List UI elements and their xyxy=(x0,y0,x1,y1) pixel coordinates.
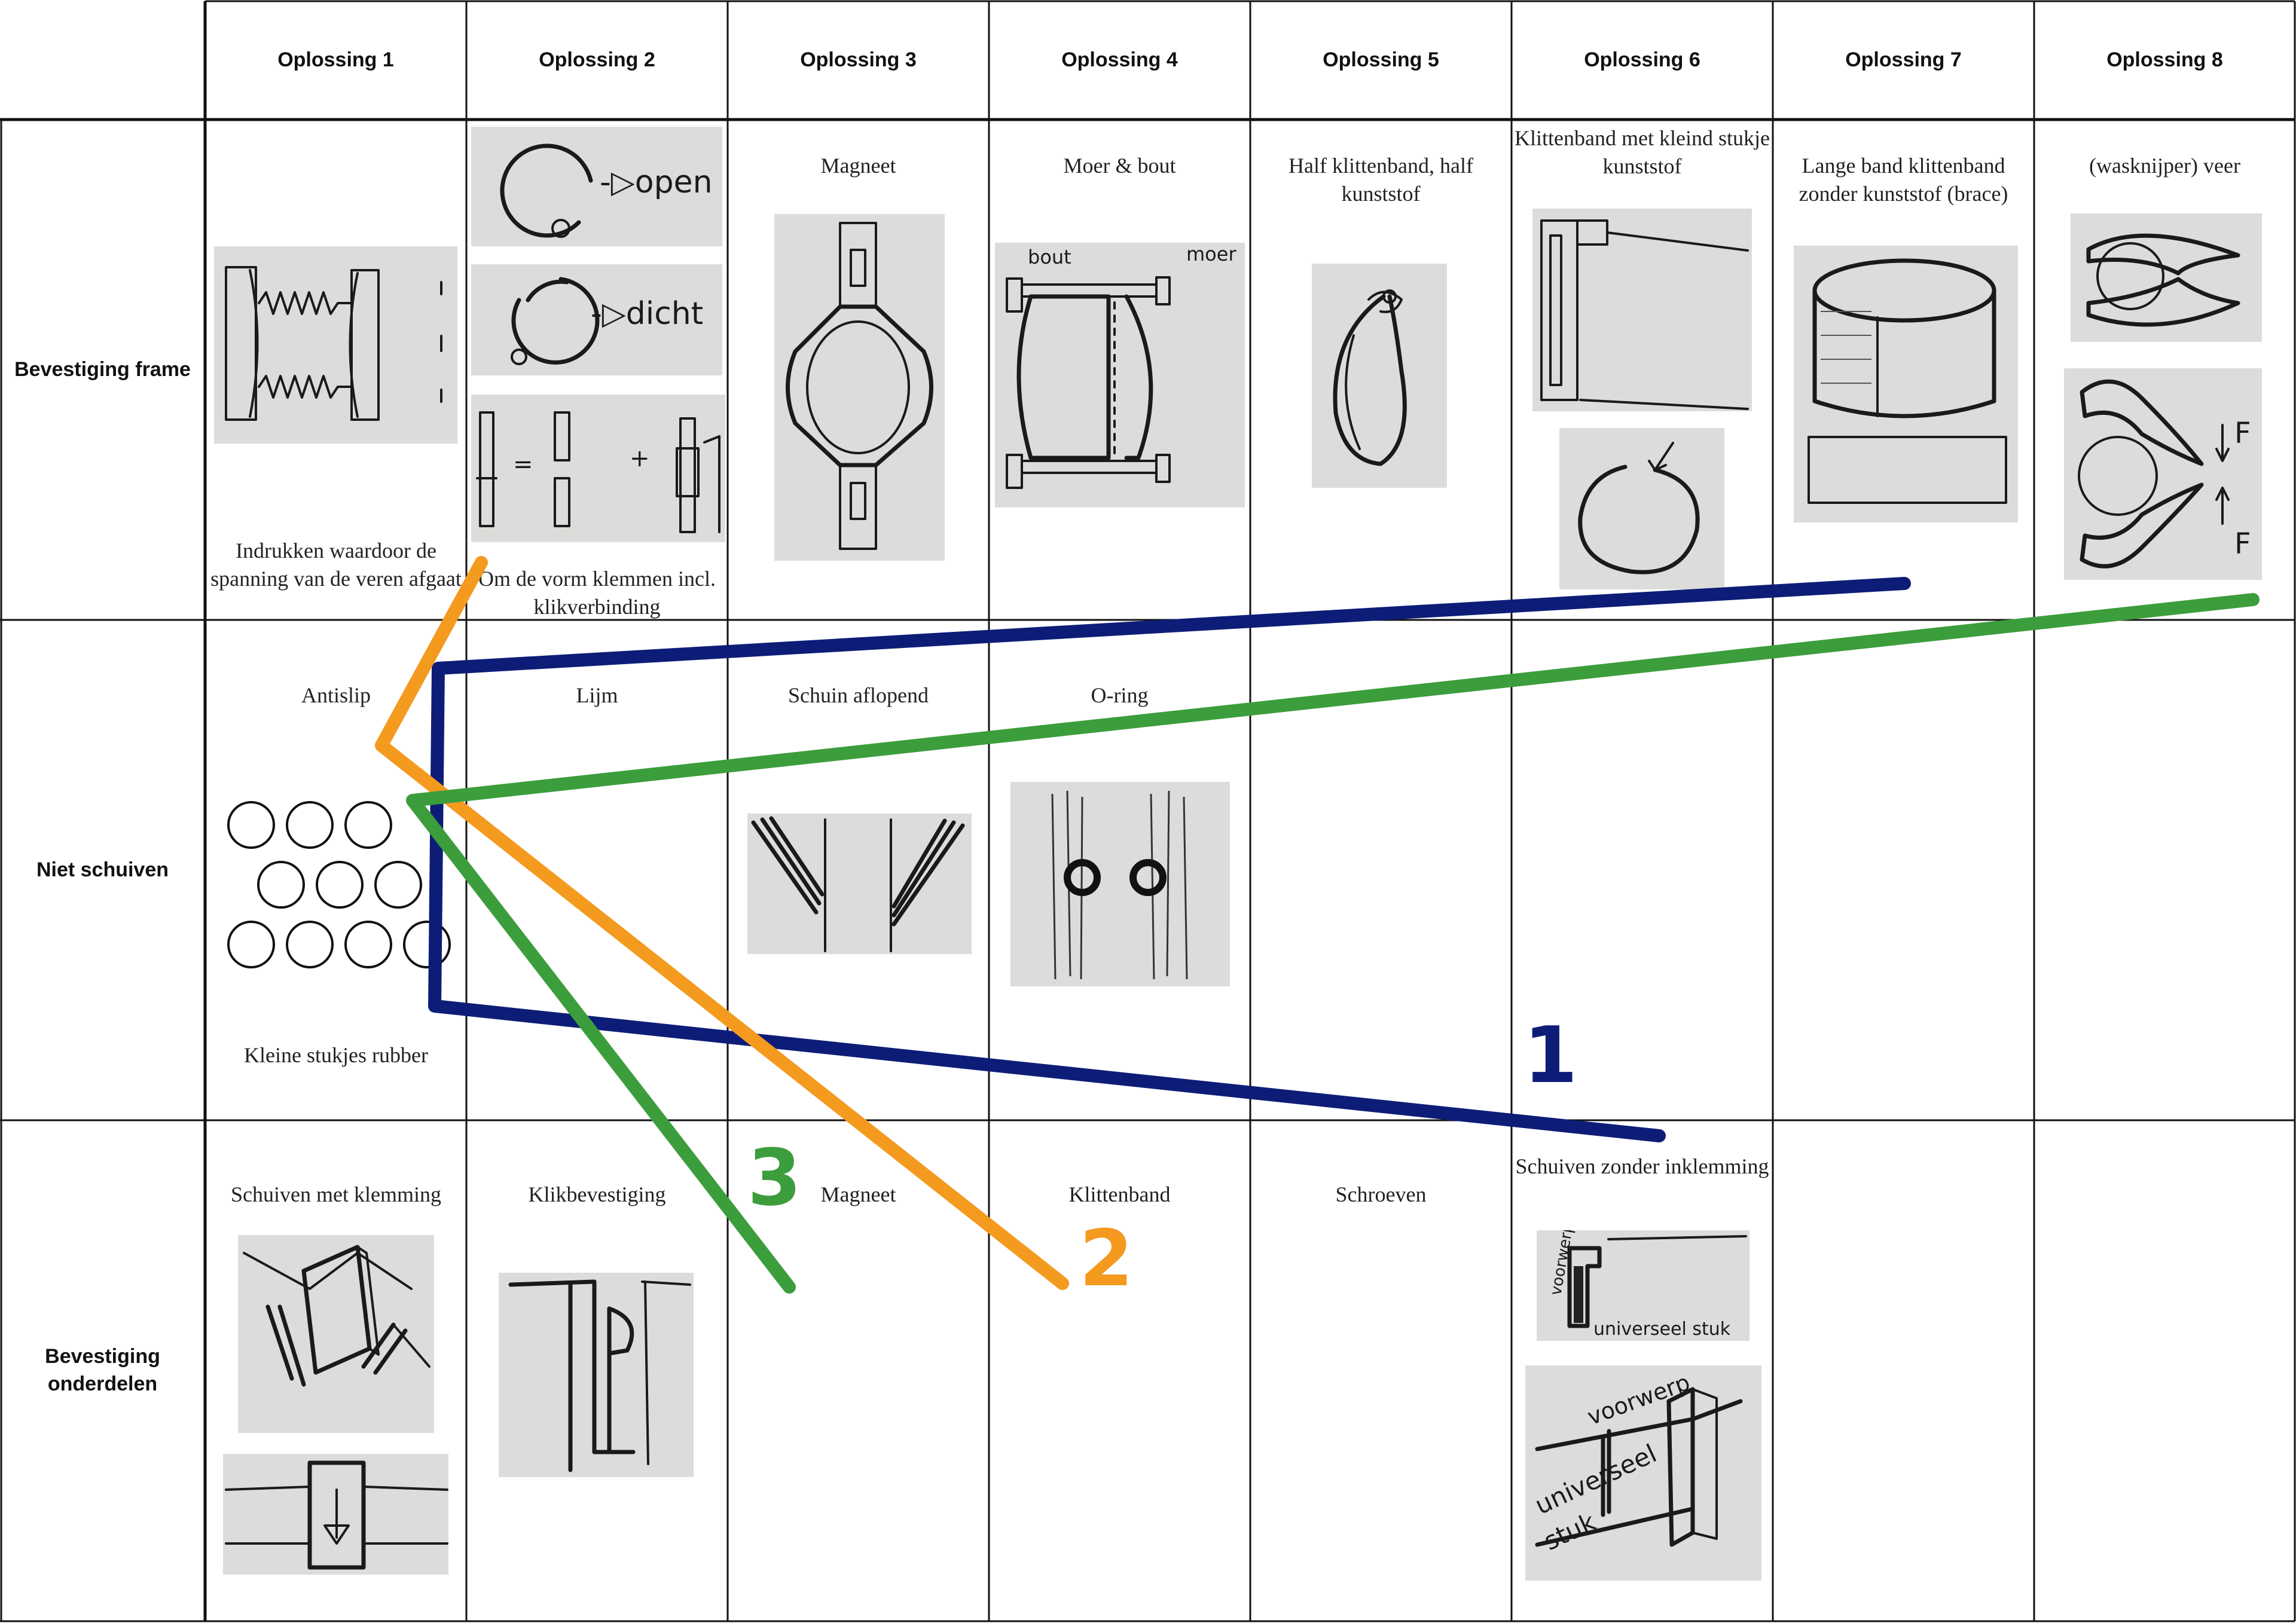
label-voorwerp: voorwerp xyxy=(1547,1230,1577,1297)
caption-onderdelen-1: Schuiven met klemming xyxy=(231,1182,441,1206)
sketch-slide-clamp xyxy=(238,1235,434,1433)
caption-frame-4: Moer & bout xyxy=(1063,154,1176,178)
sketch-velcro-strip xyxy=(1532,209,1752,411)
sketch-brace xyxy=(1794,246,2018,522)
column-header-2: Oplossing 2 xyxy=(539,48,655,71)
caption-frame-2: Om de vorm klemmen incl. klikverbinding xyxy=(478,567,716,619)
caption-onderdelen-6: Schuiven zonder inklemming xyxy=(1515,1154,1769,1178)
caption-frame-8: (wasknijper) veer xyxy=(2089,154,2240,178)
caption-schuiven-1-bottom: Kleine stukjes rubber xyxy=(244,1043,428,1067)
svg-text:=: = xyxy=(513,451,533,478)
label-open: -▷open xyxy=(600,164,713,200)
label-dicht: -▷dicht xyxy=(591,296,703,332)
caption-frame-5: Half klittenband, half kunststof xyxy=(1289,154,1473,206)
label-bout: bout xyxy=(1028,246,1071,268)
sketch-springs xyxy=(214,246,457,444)
path-2-label: 2 xyxy=(1079,1213,1134,1304)
column-header-1: Oplossing 1 xyxy=(277,48,394,71)
column-header-5: Oplossing 5 xyxy=(1323,48,1439,71)
sketch-clothespin-open xyxy=(2071,213,2262,342)
column-header-7: Oplossing 7 xyxy=(1845,48,1962,71)
label-force-top: F xyxy=(2234,417,2251,450)
svg-text:+: + xyxy=(630,445,650,472)
caption-onderdelen-5: Schroeven xyxy=(1335,1182,1427,1206)
sketch-clamp-closed: -▷dicht xyxy=(471,264,722,375)
label-universeel: universeel xyxy=(1531,1438,1661,1520)
column-header-4: Oplossing 4 xyxy=(1061,48,1178,71)
sketch-bolt-nut: bout moer xyxy=(995,243,1245,508)
path-3-label: 3 xyxy=(747,1132,802,1223)
sketch-velcro-ring xyxy=(1559,428,1724,589)
caption-schuiven-3: Schuin aflopend xyxy=(788,683,929,707)
sketch-magnet-frame xyxy=(774,214,945,561)
caption-frame-7: Lange band klittenband zonder kunststof … xyxy=(1799,154,2008,206)
caption-onderdelen-2: Klikbevestiging xyxy=(528,1182,666,1206)
sketch-slide-no-clamp-1: voorwerp universeel stuk xyxy=(1537,1230,1750,1341)
column-header-3: Oplossing 3 xyxy=(800,48,917,71)
sketch-slanted xyxy=(747,814,972,954)
sketch-antislip-dots xyxy=(227,801,451,968)
label-universeel-stuk: universeel stuk xyxy=(1593,1319,1731,1340)
path-1-label: 1 xyxy=(1523,1010,1578,1101)
row-label-onderdelen: Bevestiging onderdelen xyxy=(45,1345,160,1395)
column-header-8: Oplossing 8 xyxy=(2106,48,2223,71)
caption-onderdelen-4: Klittenband xyxy=(1068,1182,1171,1206)
sketch-clamp-open: -▷open xyxy=(471,127,722,246)
caption-frame-1: Indrukken waardoor de spanning van de ve… xyxy=(210,539,462,591)
caption-frame-6: Klittenband met kleind stukje kunststof xyxy=(1515,126,1770,178)
row-label-schuiven: Niet schuiven xyxy=(36,858,169,881)
sketch-clothespin-force: F F xyxy=(2064,368,2262,580)
sketch-click-hinge: = + xyxy=(471,395,725,542)
caption-schuiven-1-top: Antislip xyxy=(301,683,371,707)
label-force-bottom: F xyxy=(2234,527,2251,561)
caption-frame-3: Magneet xyxy=(820,154,896,178)
column-header-6: Oplossing 6 xyxy=(1584,48,1700,71)
sketch-half-velcro xyxy=(1312,264,1447,488)
label-moer: moer xyxy=(1186,243,1236,265)
sketch-slide-no-clamp-2: voorwerp universeel stuk xyxy=(1525,1365,1761,1581)
caption-schuiven-2: Lijm xyxy=(576,683,618,707)
sketch-o-ring xyxy=(1010,782,1230,986)
sketch-slide-arrow xyxy=(223,1454,448,1575)
caption-schuiven-4: O-ring xyxy=(1091,683,1149,707)
sketch-click-fastener xyxy=(499,1273,694,1477)
row-label-frame: Bevestiging frame xyxy=(14,357,191,381)
